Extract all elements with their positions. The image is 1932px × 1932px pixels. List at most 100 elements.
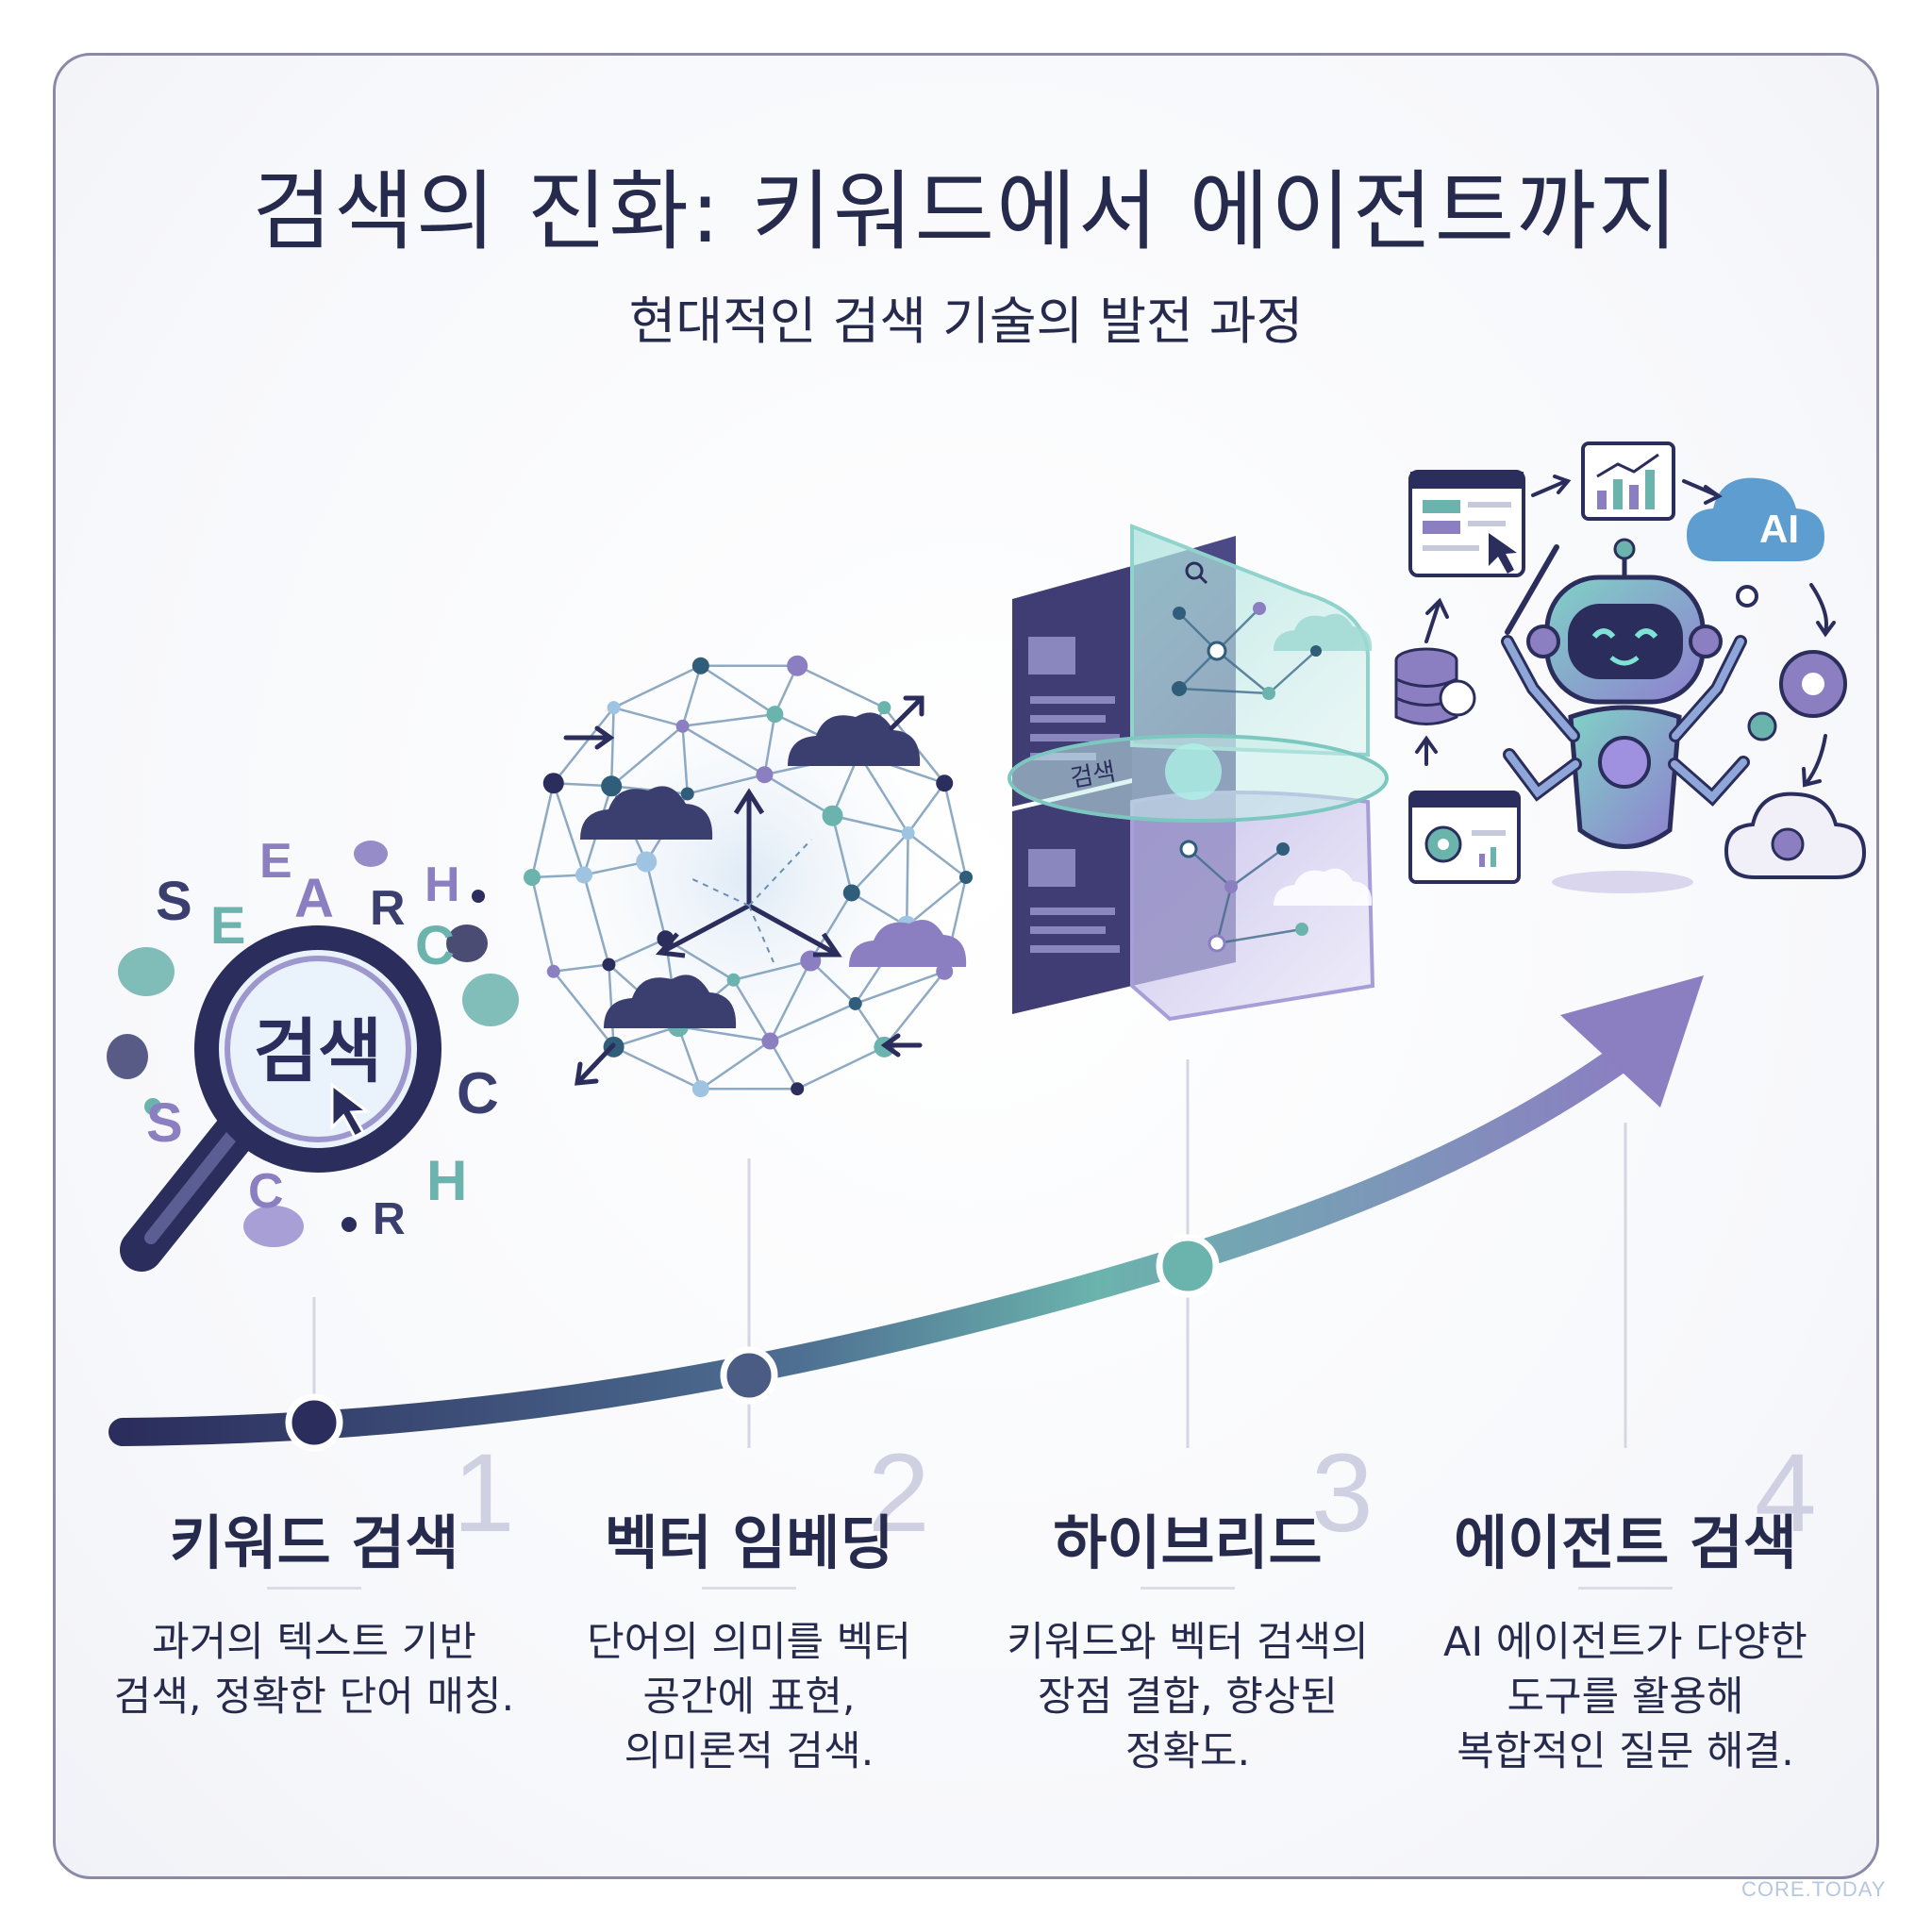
vector-axes xyxy=(655,788,842,958)
network-edge xyxy=(609,708,615,787)
gear-icon xyxy=(1747,650,1847,741)
cloud-icon xyxy=(849,920,967,967)
network-node xyxy=(848,996,862,1010)
network-edge xyxy=(613,706,683,727)
letter-10: C xyxy=(248,1164,284,1219)
network-node xyxy=(959,871,973,884)
network-edge xyxy=(610,724,684,788)
document-panel-bottom xyxy=(1012,783,1132,1014)
letter-1: S xyxy=(156,871,192,932)
network-node xyxy=(680,787,694,801)
cursor-icon xyxy=(1489,533,1517,574)
stage-title-agent: 에이전트 검색 xyxy=(1454,1508,1797,1577)
stage-number-2: 2 xyxy=(868,1431,930,1556)
network-node xyxy=(542,773,564,794)
cloud-icon xyxy=(788,712,921,766)
network-edge xyxy=(855,970,945,1006)
milestone-dot-2 xyxy=(720,1346,778,1405)
agent-search-illustration: AI xyxy=(1394,441,1867,893)
network-edge xyxy=(906,876,967,927)
keyword-search-illustration: 검색 S E A R C H E C S C H R xyxy=(107,834,519,1272)
network-edge xyxy=(682,712,775,728)
network-node xyxy=(791,1082,805,1096)
network-node xyxy=(787,655,808,676)
cycle-arrows xyxy=(1415,475,1836,788)
network-edge xyxy=(732,979,772,1042)
robot-shadow xyxy=(1552,871,1693,893)
letter-8: C xyxy=(457,1061,499,1126)
stage-divider xyxy=(702,1587,796,1590)
pointer-stick xyxy=(1505,544,1559,635)
network-edge xyxy=(769,1040,799,1090)
stage-connectors xyxy=(312,1059,1627,1448)
ai-cloud-label: AI xyxy=(1759,507,1799,551)
network-edge xyxy=(907,782,946,834)
ai-cloud-icon: AI xyxy=(1687,477,1824,561)
network-edge xyxy=(831,815,853,893)
cloud-icons xyxy=(580,712,967,1028)
letter-12: R xyxy=(373,1194,406,1244)
cloud-icon xyxy=(604,974,737,1028)
network-edge xyxy=(582,874,610,965)
stage-number-3: 3 xyxy=(1311,1431,1374,1556)
network-node xyxy=(607,701,621,715)
magnifier-label: 검색 xyxy=(254,1011,382,1092)
network-edge xyxy=(681,665,703,727)
network-edge xyxy=(763,713,776,775)
network-edge xyxy=(858,753,909,834)
letter-11: H xyxy=(426,1149,467,1212)
stage-divider xyxy=(1578,1587,1673,1590)
network-edge xyxy=(851,891,908,927)
network-node xyxy=(756,766,774,784)
stage-divider xyxy=(267,1587,361,1590)
network-edge xyxy=(687,774,765,795)
network-edge xyxy=(531,874,585,879)
network-edge xyxy=(681,725,689,794)
letter-5: C xyxy=(415,915,455,976)
search-letters: S E A R C H E C S C H R xyxy=(146,834,499,1244)
network-edge xyxy=(645,861,667,940)
network-edge xyxy=(907,832,967,878)
network-edge xyxy=(905,833,909,926)
network-edge xyxy=(613,1024,679,1049)
network-edge xyxy=(769,1002,857,1042)
cloud-icon xyxy=(1274,613,1373,906)
network-node xyxy=(602,958,616,972)
network-edge xyxy=(676,1025,702,1090)
network-node xyxy=(901,826,915,841)
blob-teal xyxy=(118,947,175,996)
hybrid-illustration: 검색 xyxy=(1008,524,1389,1022)
blob-navy xyxy=(107,1034,148,1079)
network-node xyxy=(936,962,954,980)
network-node xyxy=(842,884,860,902)
stage-title-keyword: 키워드 검색 xyxy=(169,1508,459,1577)
page-title: 검색의 진화: 키워드에서 에이전트까지 xyxy=(252,161,1680,262)
network-node xyxy=(761,1032,779,1050)
browser-window-icon xyxy=(1408,470,1525,577)
letter-4: R xyxy=(370,881,406,936)
network-edge xyxy=(552,971,615,1048)
milestone-dot-3 xyxy=(1156,1234,1220,1298)
chart-icon xyxy=(1581,441,1675,521)
bubble-navy xyxy=(446,924,488,962)
network-edge xyxy=(553,963,609,974)
letter-6: H xyxy=(425,858,460,912)
network-node xyxy=(601,775,623,797)
network-edge xyxy=(809,891,853,962)
cloud-gear-icon xyxy=(1724,791,1867,879)
network-node xyxy=(546,964,560,978)
network-edge xyxy=(733,959,811,981)
letter-7: E xyxy=(210,895,245,955)
stage-title-hybrid: 하이브리드 xyxy=(1053,1508,1323,1577)
network-node xyxy=(575,866,593,884)
network-edge xyxy=(943,782,968,878)
network-edge xyxy=(681,724,766,776)
network-edge xyxy=(796,664,885,709)
hybrid-network-nodes xyxy=(1172,602,1322,953)
network-edge xyxy=(608,964,615,1047)
network-edge xyxy=(769,959,812,1042)
stage-divider xyxy=(1141,1587,1235,1590)
stage-number-4: 4 xyxy=(1755,1431,1817,1556)
